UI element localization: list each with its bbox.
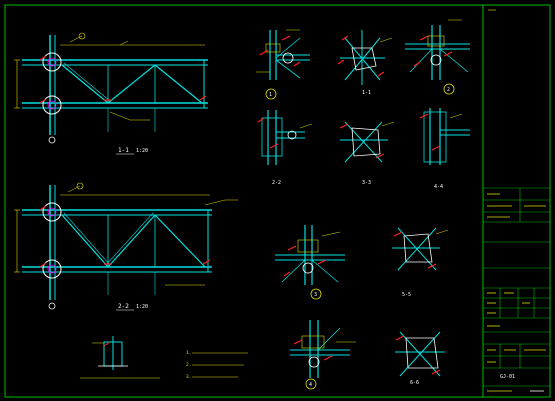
detail-1-tag: 1 (269, 92, 272, 98)
note-line-1: 1. (186, 350, 191, 356)
sheet-border (4, 4, 551, 398)
section-d-label: 4-4 (434, 184, 443, 190)
elevation-bottom-scale: 1:20 (136, 304, 148, 310)
base-detail (80, 336, 160, 379)
detail-3-tag: 3 (314, 292, 317, 298)
detail-4-tag: 4 (309, 382, 312, 388)
elevation-bottom-label: 2-2 (118, 303, 129, 310)
node-detail-sec-a: 1-1 (337, 30, 393, 96)
notes-block: 1. 2. 3. (186, 350, 248, 380)
elevation-top-label: 1-1 (118, 147, 129, 154)
node-detail-2: 2 (405, 19, 470, 95)
node-detail-sec-d: 4-4 (419, 108, 470, 190)
elevation-top-caption: 1-1 1:20 (116, 147, 148, 155)
section-a-label: 1-1 (362, 90, 371, 96)
title-block: GJ-01 (483, 9, 550, 392)
drawing-number: GJ-01 (500, 374, 515, 380)
node-detail-3: 3 (275, 225, 345, 300)
node-detail-4: 4 (290, 320, 356, 390)
node-detail-sec-c: 3-3 (339, 121, 395, 186)
section-f-label: 6-6 (410, 380, 419, 386)
note-line-2: 2. (186, 362, 191, 368)
node-detail-sec-f: 6-6 (395, 331, 445, 386)
node-detail-sec-e: 5-5 (392, 227, 449, 298)
truss-elevation-bottom (14, 182, 238, 310)
note-line-3: 3. (186, 374, 191, 380)
detail-2-tag: 2 (447, 87, 450, 93)
section-e-label: 5-5 (402, 292, 411, 298)
elevation-top-scale: 1:20 (136, 148, 148, 154)
node-detail-sec-b: 2-2 (257, 110, 313, 186)
elevation-bottom-caption: 2-2 1:20 (116, 303, 148, 311)
truss-elevation-top (14, 32, 208, 144)
section-b-label: 2-2 (272, 180, 281, 186)
node-detail-1: 1 (256, 29, 310, 100)
section-c-label: 3-3 (362, 180, 371, 186)
